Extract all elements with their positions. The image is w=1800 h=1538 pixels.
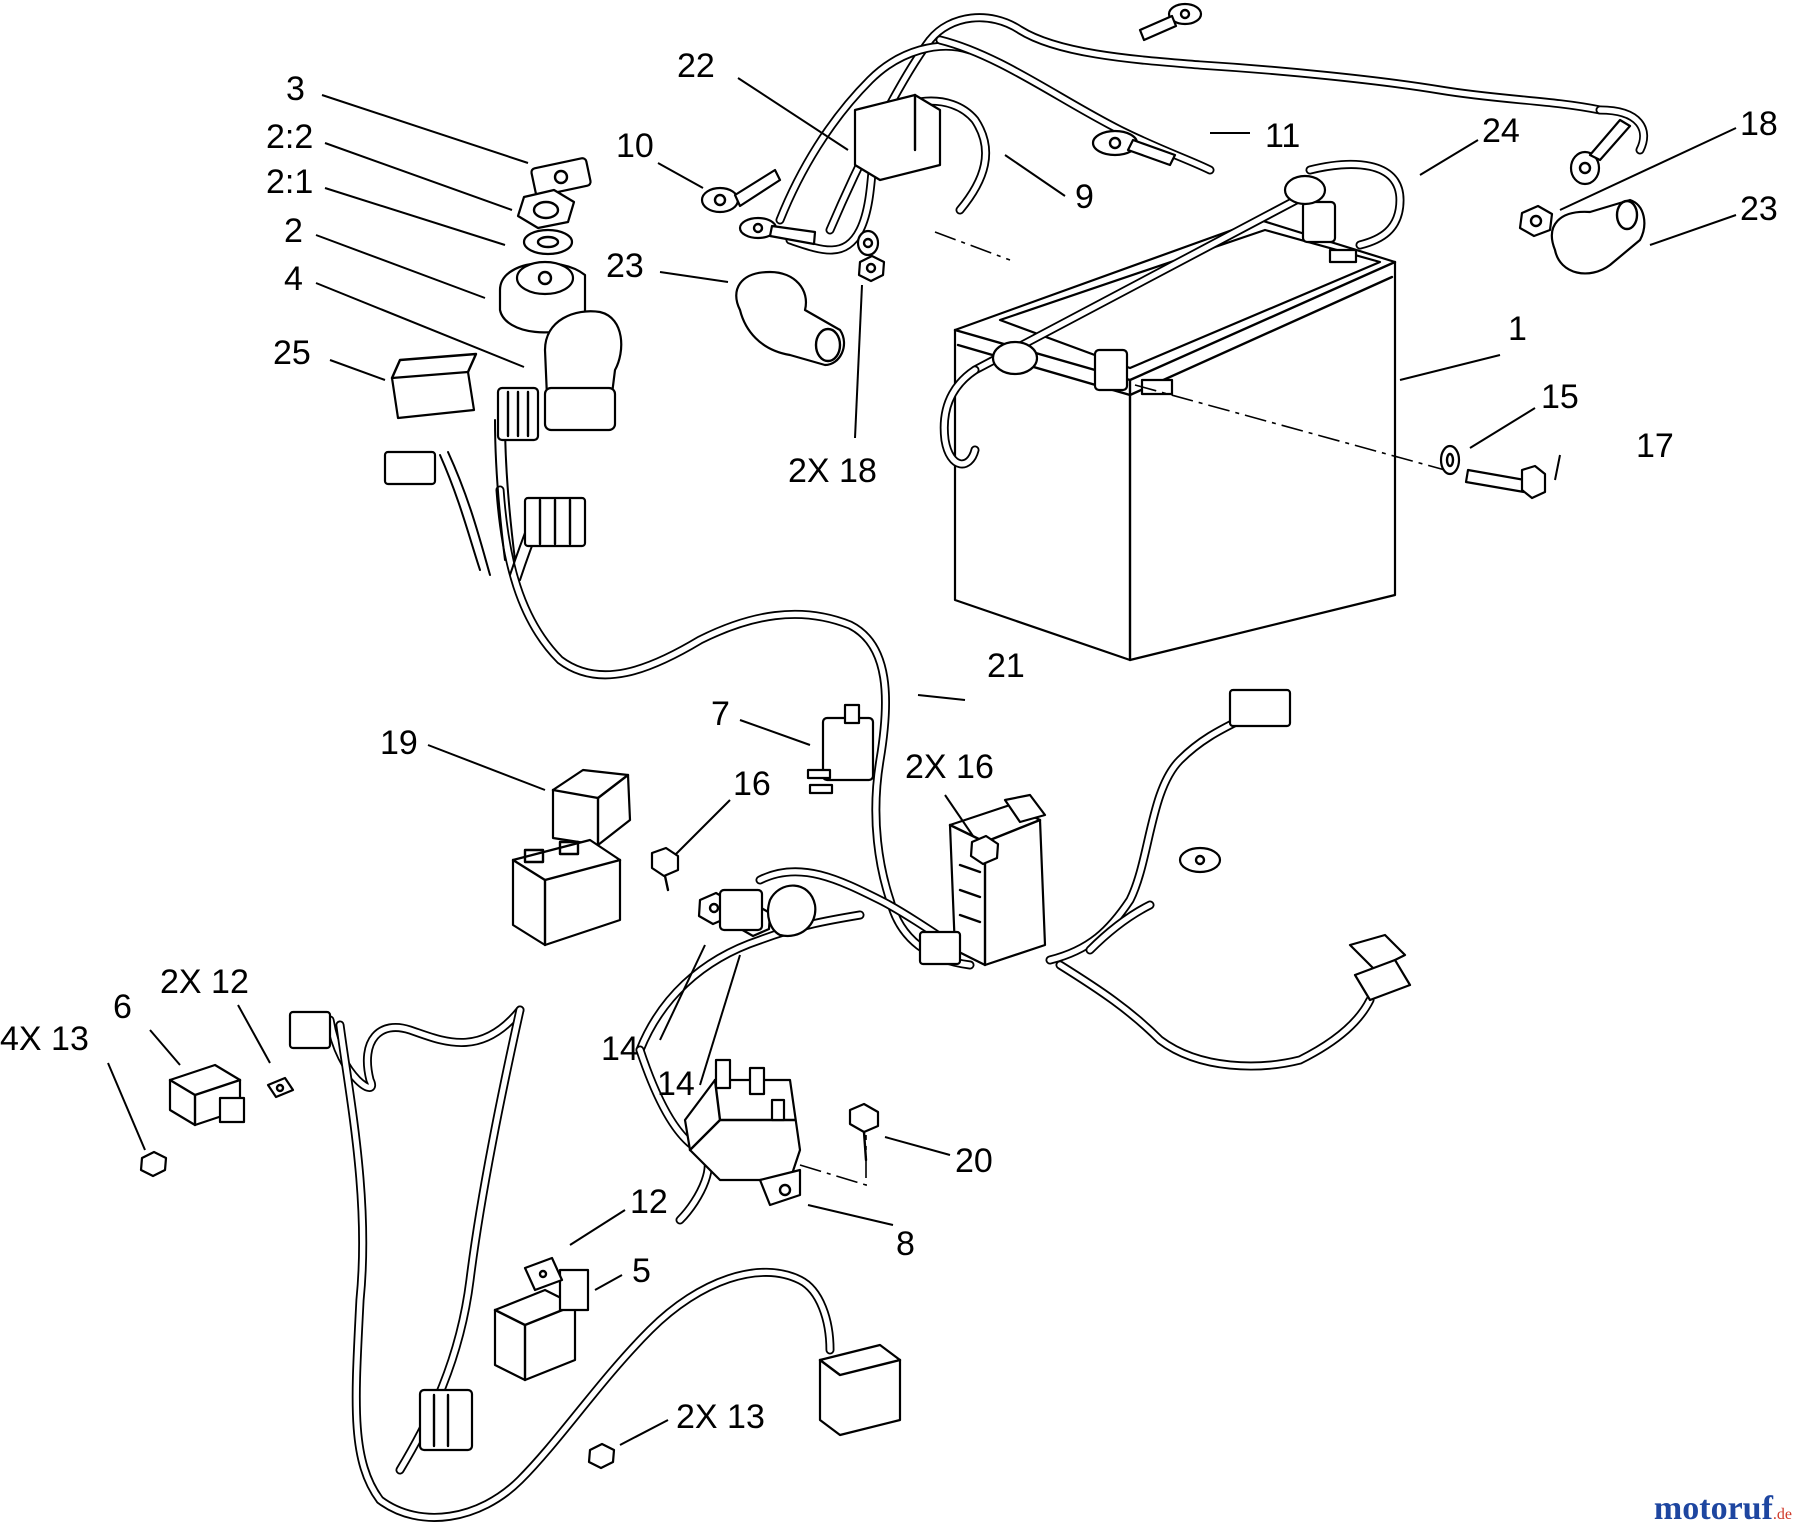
ignition-key bbox=[530, 157, 592, 197]
connector-left-harness bbox=[288, 1010, 332, 1050]
relay-socket bbox=[511, 838, 622, 947]
watermark-main: motoruf bbox=[1653, 1490, 1773, 1527]
screw-2x16 bbox=[969, 834, 1000, 866]
callout-2-2: 2:2 bbox=[266, 118, 313, 156]
fuse-holder bbox=[766, 884, 817, 938]
callout-2x13: 2X 13 bbox=[676, 1398, 765, 1436]
nut-2x18 bbox=[857, 254, 886, 283]
callout-15: 15 bbox=[1541, 378, 1579, 416]
cable-alignment-line bbox=[934, 231, 1011, 261]
callout-5: 5 bbox=[632, 1252, 651, 1290]
terminal-boot-22 bbox=[853, 93, 942, 182]
terminal-boot-23-right bbox=[1550, 198, 1646, 275]
cable-terminal-top bbox=[1138, 2, 1203, 42]
cable-terminal-lower bbox=[738, 216, 880, 257]
callout-20: 20 bbox=[955, 1142, 993, 1180]
watermark-tld: .de bbox=[1772, 1506, 1792, 1523]
callout-2x16: 2X 16 bbox=[905, 748, 994, 786]
callout-11: 11 bbox=[1265, 117, 1300, 155]
screw-4x13 bbox=[139, 1150, 168, 1178]
callout-16: 16 bbox=[733, 765, 771, 803]
connector-bottom-left bbox=[418, 1388, 474, 1452]
leader-lines bbox=[107, 77, 1737, 1446]
relay-19 bbox=[551, 768, 632, 847]
switch-5 bbox=[493, 1268, 590, 1382]
callout-18: 18 bbox=[1740, 105, 1778, 143]
screw-2x13 bbox=[587, 1442, 616, 1470]
callout-2x12: 2X 12 bbox=[160, 963, 249, 1001]
callout-12: 12 bbox=[630, 1183, 668, 1221]
callout-19: 19 bbox=[380, 724, 418, 762]
callout-2-1: 2:1 bbox=[266, 163, 313, 201]
callout-25: 25 bbox=[273, 334, 311, 372]
washer-15 bbox=[1439, 444, 1461, 476]
harness-plug-left bbox=[383, 450, 587, 548]
callout-14-a: 14 bbox=[601, 1030, 639, 1068]
bolt-17 bbox=[1464, 464, 1547, 500]
terminal-boot-23-left bbox=[735, 270, 846, 367]
harness-connector-center bbox=[718, 888, 962, 966]
bolt-20 bbox=[848, 1102, 880, 1162]
battery-hold-down-rod bbox=[939, 174, 1327, 469]
cable-terminal-10 bbox=[700, 168, 782, 214]
callout-labels: 3 2:2 2:1 2 4 25 22 10 9 11 24 18 23 23 … bbox=[0, 47, 1778, 1436]
cable-terminal-11 bbox=[1091, 129, 1177, 167]
callout-4x13: 4X 13 bbox=[0, 1020, 89, 1058]
callout-23-right: 23 bbox=[1740, 190, 1778, 228]
ignition-nut bbox=[516, 188, 576, 230]
switch-6 bbox=[168, 1063, 246, 1127]
callout-2x18: 2X 18 bbox=[788, 452, 877, 490]
nut-18 bbox=[1518, 204, 1554, 238]
mount-plate-12 bbox=[523, 1256, 564, 1292]
callout-23-left: 23 bbox=[606, 247, 644, 285]
mount-plate-2x12 bbox=[266, 1076, 295, 1099]
callout-3: 3 bbox=[286, 70, 305, 108]
cable-terminal-24 bbox=[1569, 118, 1632, 186]
ignition-switch-body bbox=[543, 310, 623, 432]
hardware-alignment-line bbox=[1134, 384, 1446, 471]
fuse-cover bbox=[390, 352, 478, 420]
fuse-block bbox=[948, 793, 1047, 967]
callout-10: 10 bbox=[616, 127, 654, 165]
solenoid-mount-line bbox=[799, 1135, 867, 1187]
callout-22: 22 bbox=[677, 47, 715, 85]
watermark-logo: motoruf.de bbox=[1654, 1490, 1792, 1528]
callout-24: 24 bbox=[1482, 112, 1520, 150]
callout-8: 8 bbox=[896, 1225, 915, 1263]
callout-4: 4 bbox=[284, 260, 303, 298]
callout-2: 2 bbox=[284, 212, 303, 250]
connector-right-upper bbox=[1178, 688, 1412, 1002]
callout-6: 6 bbox=[113, 988, 132, 1026]
ignition-connector bbox=[496, 386, 540, 442]
ignition-washer bbox=[522, 228, 574, 256]
switch-7 bbox=[806, 703, 875, 795]
battery bbox=[953, 200, 1397, 662]
callout-9: 9 bbox=[1075, 178, 1094, 216]
callout-1: 1 bbox=[1508, 310, 1527, 348]
bolt-16 bbox=[650, 846, 680, 892]
connector-bottom-right bbox=[818, 1343, 902, 1437]
starter-solenoid bbox=[683, 1058, 802, 1207]
callout-7: 7 bbox=[711, 695, 730, 733]
callout-21: 21 bbox=[987, 647, 1025, 685]
callout-14-b: 14 bbox=[657, 1065, 695, 1103]
ignition-switch bbox=[498, 260, 587, 334]
callout-17: 17 bbox=[1636, 427, 1674, 465]
